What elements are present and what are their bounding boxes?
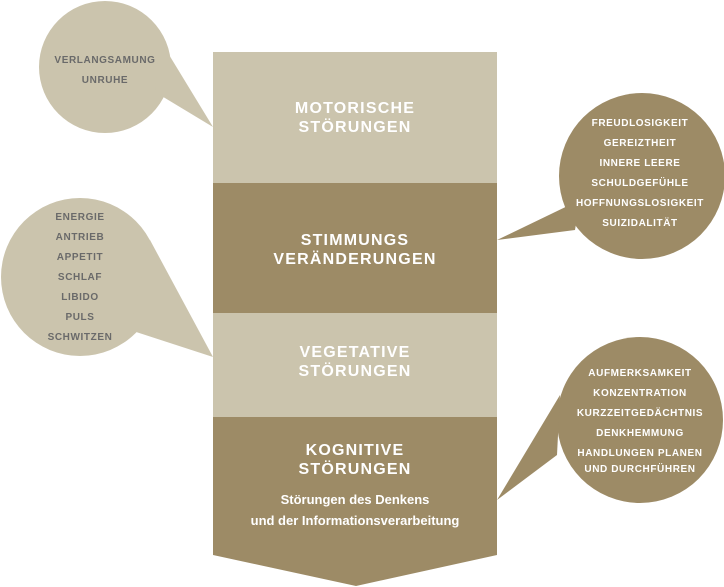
section-motor-box xyxy=(213,52,497,183)
bubble-item: ENERGIE xyxy=(55,212,105,223)
title-line: MOTORISCHE xyxy=(294,100,416,117)
subtitle-line: und der Informationsverarbeitung xyxy=(250,513,460,528)
section-vegetative-box xyxy=(213,313,497,417)
bubble-item: UNRUHE xyxy=(81,75,129,86)
bubble-mood-shape xyxy=(497,93,724,259)
title-line: STIMMUNGS xyxy=(300,232,410,249)
bubble-item: KURZZEITGEDÄCHTNIS xyxy=(576,408,704,419)
title-line: STÖRUNGEN xyxy=(298,363,412,380)
bubble-item: PULS xyxy=(65,312,95,323)
section-mood-title: STIMMUNGS VERÄNDERUNGEN xyxy=(213,231,497,269)
bubble-item: FREUDLOSIGKEIT xyxy=(591,118,689,129)
bubble-item: SCHWITZEN xyxy=(47,332,113,343)
bubble-item: SUIZIDALITÄT xyxy=(602,218,678,229)
title-line: KOGNITIVE xyxy=(305,442,405,459)
bubble-motor-text: VERLANGSAMUNG UNRUHE xyxy=(40,51,170,91)
bubble-item: VERLANGSAMUNG xyxy=(54,55,156,66)
bubble-vegetative-text: ENERGIE ANTRIEB APPETIT SCHLAF LIBIDO PU… xyxy=(20,208,140,348)
section-vegetative-title: VEGETATIVE STÖRUNGEN xyxy=(213,343,497,381)
bubble-item: INNERE LEERE xyxy=(599,158,681,169)
section-cognitive-title: KOGNITIVE STÖRUNGEN Störungen des Denken… xyxy=(213,441,497,531)
bubble-item: ANTRIEB xyxy=(55,232,105,243)
bubble-item: UND DURCHFÜHREN xyxy=(584,464,696,475)
bubble-mood-text: FREUDLOSIGKEIT GEREIZTHEIT INNERE LEERE … xyxy=(565,114,715,234)
bubble-item: KONZENTRATION xyxy=(593,388,687,399)
bubble-item: SCHLAF xyxy=(57,272,103,283)
bubble-item: APPETIT xyxy=(56,252,104,263)
bubble-item: HOFFNUNGSLOSIGKEIT xyxy=(575,198,705,209)
title-line: VEGETATIVE xyxy=(299,344,411,361)
bubble-item: GEREIZTHEIT xyxy=(603,138,677,149)
bubble-cognitive-shape xyxy=(497,337,723,503)
section-cognitive-subtitle: Störungen des Denkens und der Informatio… xyxy=(213,489,497,531)
bubble-item: DENKHEMMUNG xyxy=(596,428,684,439)
section-mood-box xyxy=(213,183,497,313)
bubble-item: SCHULDGEFÜHLE xyxy=(591,178,689,189)
bubble-item: LIBIDO xyxy=(61,292,99,303)
title-line: VERÄNDERUNGEN xyxy=(273,251,437,268)
bubble-motor-shape xyxy=(39,1,213,133)
section-cognitive-arrow xyxy=(213,417,497,586)
bubble-cognitive-text: AUFMERKSAMKEIT KONZENTRATION KURZZEITGED… xyxy=(565,364,715,478)
bubble-vegetative-shape xyxy=(1,198,213,357)
subtitle-line: Störungen des Denkens xyxy=(280,492,430,507)
section-motor-title: MOTORISCHE STÖRUNGEN xyxy=(213,99,497,137)
bubble-item: AUFMERKSAMKEIT xyxy=(588,368,692,379)
title-line: STÖRUNGEN xyxy=(298,119,412,136)
title-line: STÖRUNGEN xyxy=(298,461,412,478)
bubble-item: HANDLUNGEN PLANEN xyxy=(577,448,703,459)
